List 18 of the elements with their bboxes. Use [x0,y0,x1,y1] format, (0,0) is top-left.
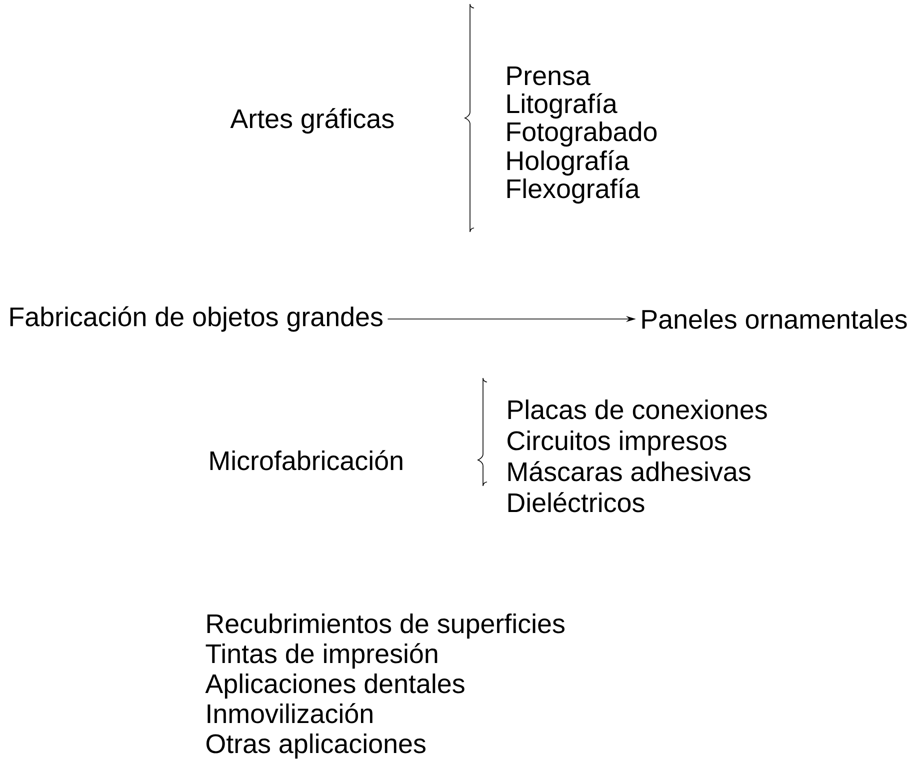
label: Holografía [507,150,630,176]
label: Prensa [507,66,590,86]
label: Placas de conexiones [508,400,767,420]
label: Máscaras adhesivas [508,461,750,482]
label: Microfabricación [210,450,402,470]
label: Fotograbado [507,122,657,147]
label: Tintas de impresión [206,643,438,669]
label: Otras aplicaciones [206,734,426,759]
label: Circuitos impresos [508,430,726,456]
label: Aplicaciones dentales [205,674,464,699]
node-text: Fabricación de objetos grandes [10,306,382,332]
label: Flexografía [507,178,640,204]
label: Inmovilización [208,703,372,724]
label: Dieléctricos [508,492,644,512]
label: Artes gráficas [230,108,394,134]
node-text: Paneles ornamentales [642,309,907,329]
label: Recubrimientos de superficies [207,614,564,639]
label: Litografía [507,93,618,119]
